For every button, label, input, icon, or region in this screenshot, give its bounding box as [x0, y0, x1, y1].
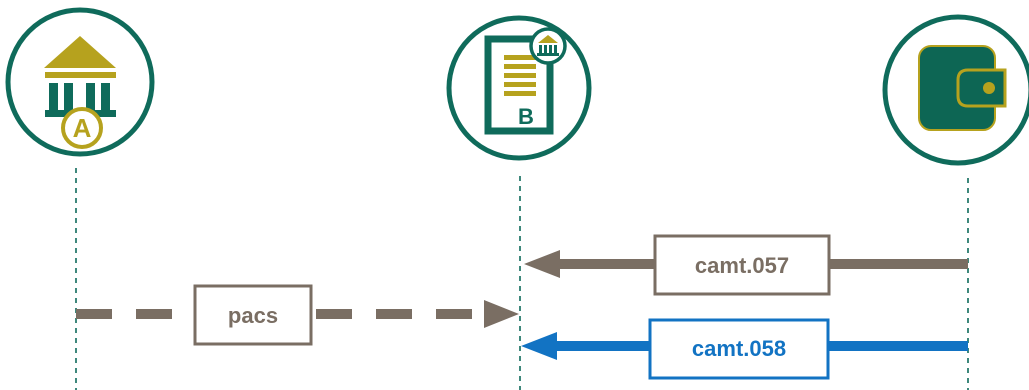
wallet-icon: [918, 45, 1007, 131]
camt058-label: camt.058: [692, 336, 786, 361]
camt058-label-box: [648, 318, 830, 380]
pacs-label: pacs: [228, 303, 278, 328]
participant-bank-b: B: [446, 15, 592, 161]
participant-wallet: [882, 14, 1029, 166]
small-bank-icon: [529, 27, 567, 65]
camt057-label-box: [653, 234, 831, 296]
message-camt057: camt.057: [524, 234, 968, 296]
message-camt058: camt.058: [521, 318, 968, 380]
document-badge-letter: B: [518, 104, 534, 129]
camt057-label: camt.057: [695, 253, 789, 278]
bank-a-badge: A: [61, 107, 103, 149]
message-pacs: pacs: [76, 284, 519, 346]
pacs-label-box: [193, 284, 313, 346]
bank-a-badge-letter: A: [73, 113, 92, 143]
participant-bank-a: A: [5, 7, 155, 157]
